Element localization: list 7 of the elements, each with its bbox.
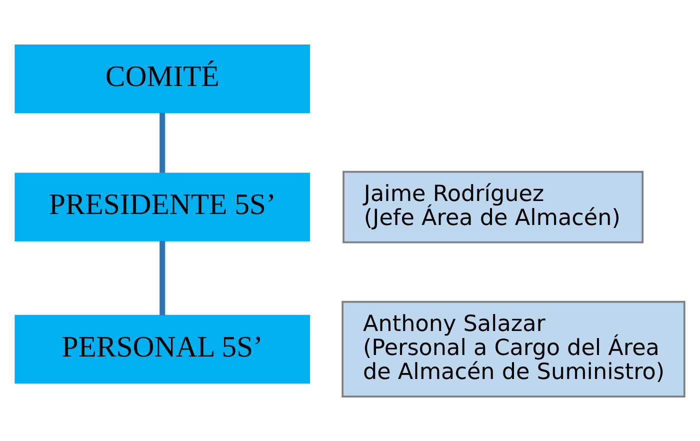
node-box: COMITÉ bbox=[14, 44, 310, 113]
connector bbox=[160, 112, 166, 172]
node-box: Jaime Rodríguez (Jefe Área de Almacén) bbox=[342, 170, 644, 243]
connector bbox=[160, 240, 166, 315]
node-box: PRESIDENTE 5S’ bbox=[14, 172, 310, 241]
node-box: Anthony Salazar (Personal a Cargo del Área de Almacén de Suministro) bbox=[342, 300, 686, 397]
node-box: PERSONAL 5S’ bbox=[14, 314, 310, 384]
